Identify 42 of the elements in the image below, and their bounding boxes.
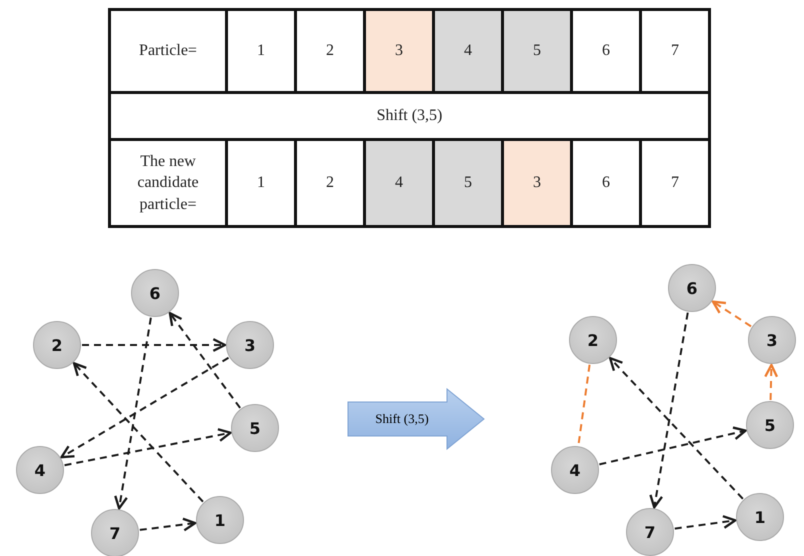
arrow xyxy=(114,318,152,510)
table-cell: 3 xyxy=(364,10,434,92)
table-cell: 4 xyxy=(364,140,434,226)
arrow xyxy=(599,426,747,466)
arrow xyxy=(764,364,778,400)
node-circle: 2 xyxy=(569,316,617,364)
node-circle: 6 xyxy=(131,269,179,317)
arrow xyxy=(649,312,689,509)
arrow xyxy=(168,312,241,408)
node-circle: 7 xyxy=(626,508,674,556)
table-cell: 6 xyxy=(572,140,640,226)
arrow xyxy=(609,357,744,500)
table-cell: 1 xyxy=(226,10,296,92)
table-cell: 5 xyxy=(502,10,572,92)
arrow xyxy=(64,428,232,466)
node-circle: 2 xyxy=(33,321,81,369)
table-cell: 7 xyxy=(640,140,710,226)
node-circle: 5 xyxy=(746,401,794,449)
node-circle: 1 xyxy=(736,493,784,541)
table-cell: 3 xyxy=(502,140,572,226)
table-cell: 7 xyxy=(640,10,710,92)
table-cell: 6 xyxy=(572,10,640,92)
node-circle: 4 xyxy=(551,446,599,494)
arrow xyxy=(140,518,196,532)
node-circle: 7 xyxy=(91,509,139,556)
node-circle: 3 xyxy=(226,321,274,369)
node-circle: 4 xyxy=(16,446,64,494)
node-circle: 3 xyxy=(748,316,796,364)
table-cell: Particle= xyxy=(110,10,226,92)
table-cell: The new candidate particle= xyxy=(110,140,226,226)
arrow xyxy=(72,362,204,502)
node-circle: 1 xyxy=(196,496,244,544)
table-cell: 5 xyxy=(434,140,502,226)
arrow xyxy=(60,356,230,458)
table-cell: 1 xyxy=(226,140,296,226)
table-cell: 4 xyxy=(434,10,502,92)
arrow xyxy=(674,515,736,530)
block-arrow: Shift (3,5) xyxy=(347,388,485,450)
arrow xyxy=(82,338,226,352)
arrow xyxy=(712,300,752,328)
node-circle: 5 xyxy=(231,404,279,452)
node-circle: 6 xyxy=(668,264,716,312)
